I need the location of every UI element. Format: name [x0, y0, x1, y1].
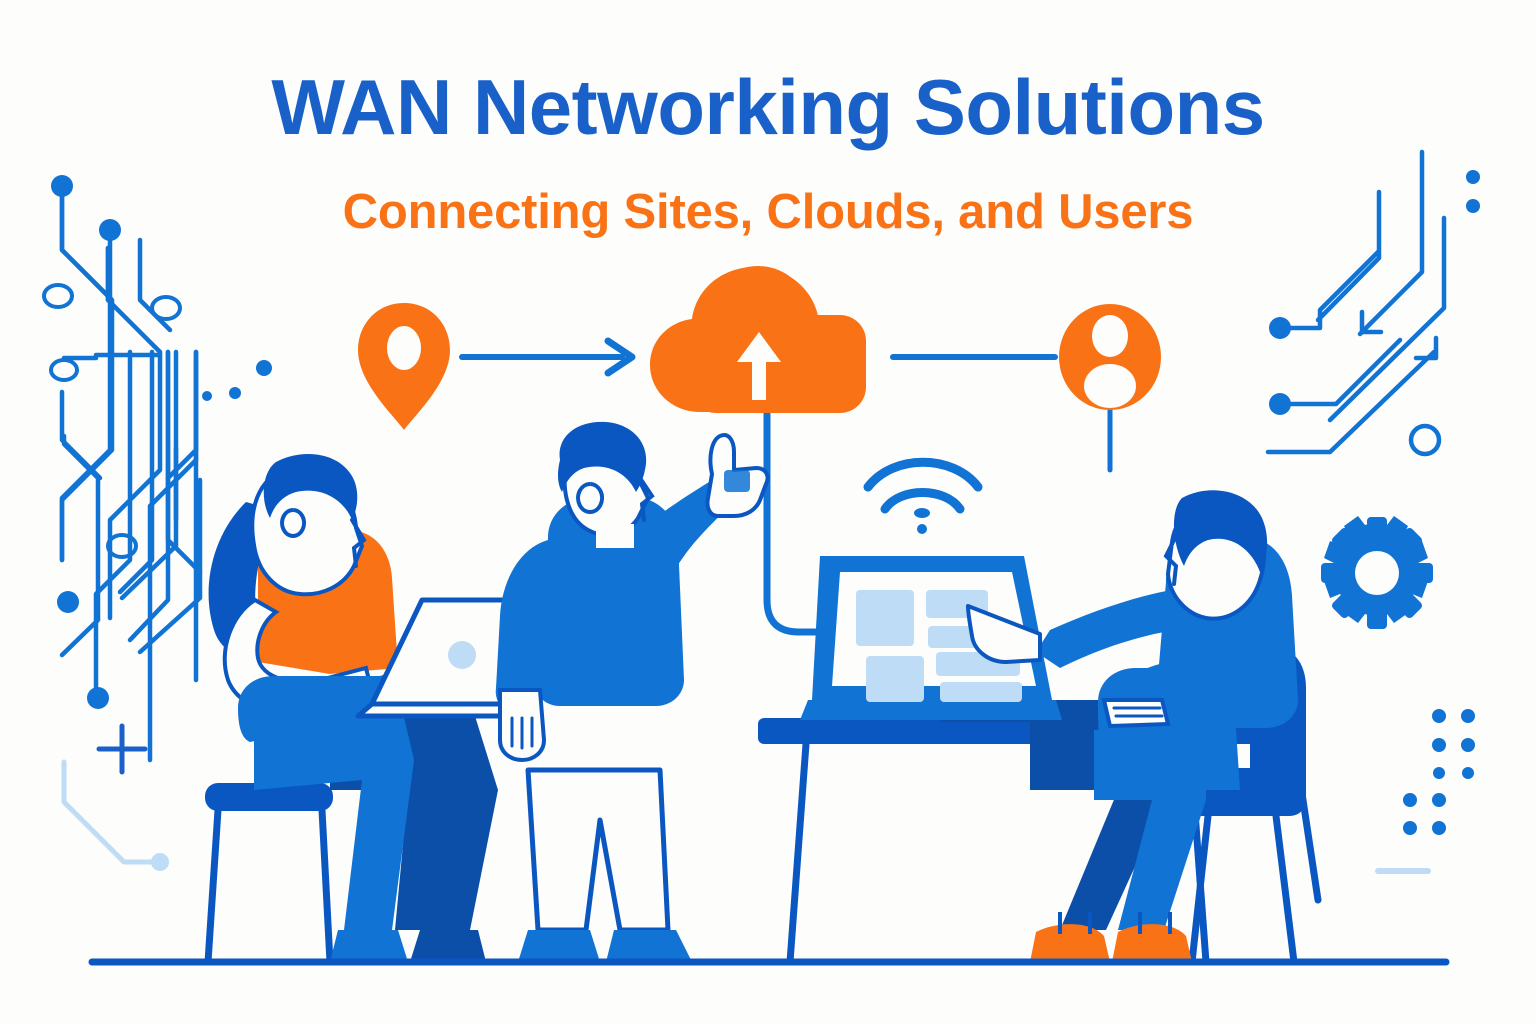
man-face-profile [638, 476, 655, 522]
cloud-upload-icon [650, 266, 866, 413]
pale-trace-endpoint [151, 853, 169, 871]
woman-right-fingers [1112, 706, 1164, 718]
woman-left-far-leg-b [408, 700, 498, 930]
page-title: WAN Networking Solutions [271, 63, 1265, 151]
upload-arrow-glyph [737, 332, 781, 400]
stool-left [204, 783, 334, 966]
man-arm-down [495, 540, 572, 714]
dot-grid-icon [1403, 709, 1475, 835]
man-shoe-right [606, 930, 692, 962]
man-fingers [510, 716, 534, 750]
man-neck [596, 524, 634, 548]
woman-left-shoe-near [330, 930, 408, 962]
man-device-glyph [724, 470, 750, 492]
right-circuit-node-dots [1269, 170, 1480, 415]
woman-right-pointing-hand [966, 604, 1042, 664]
circuit-ring-nodes [42, 283, 182, 559]
circuit-traces-simplified [59, 187, 203, 763]
woman-left-ear [280, 508, 307, 538]
connector-cloud-to-laptop-cable [763, 408, 840, 636]
wifi-icon [863, 457, 983, 534]
dot-cluster-icon [202, 360, 272, 401]
woman-left-near-leg [254, 700, 414, 930]
woman-right-hand-resting [1101, 698, 1171, 729]
man-hair [558, 421, 647, 492]
figure-woman-right [966, 490, 1322, 966]
man-ear [576, 482, 605, 514]
connector-site-to-cloud [459, 337, 636, 377]
man-shoe-left [518, 930, 600, 962]
woman-left-shoe-far [410, 930, 486, 962]
circuit-node-dots [51, 175, 121, 709]
woman-right-arm-pointing [1036, 590, 1178, 668]
woman-left-hair-top [263, 453, 358, 520]
right-circuit-ring [1408, 423, 1442, 457]
user-avatar-icon [1059, 304, 1161, 410]
man-pants [525, 767, 671, 933]
woman-right-ankle-far [1058, 912, 1092, 934]
woman-left-thigh [238, 676, 400, 742]
location-pin-icon [358, 303, 450, 430]
figure-woman-left [204, 453, 498, 966]
woman-right-face-profile [1163, 534, 1179, 586]
woman-right-shoe-near [1112, 924, 1192, 962]
plus-icon [96, 723, 148, 775]
figure-man-center [495, 421, 770, 962]
woman-right-ankle-near [1138, 912, 1172, 934]
gear-icon-shape [1321, 517, 1433, 629]
page-subtitle: Connecting Sites, Clouds, and Users [342, 185, 1194, 239]
woman-right-hair-top [1173, 490, 1268, 572]
pale-circuit-trace [61, 759, 158, 865]
circuit-arrows-icon [1265, 149, 1447, 455]
woman-left-face-profile [350, 518, 367, 568]
